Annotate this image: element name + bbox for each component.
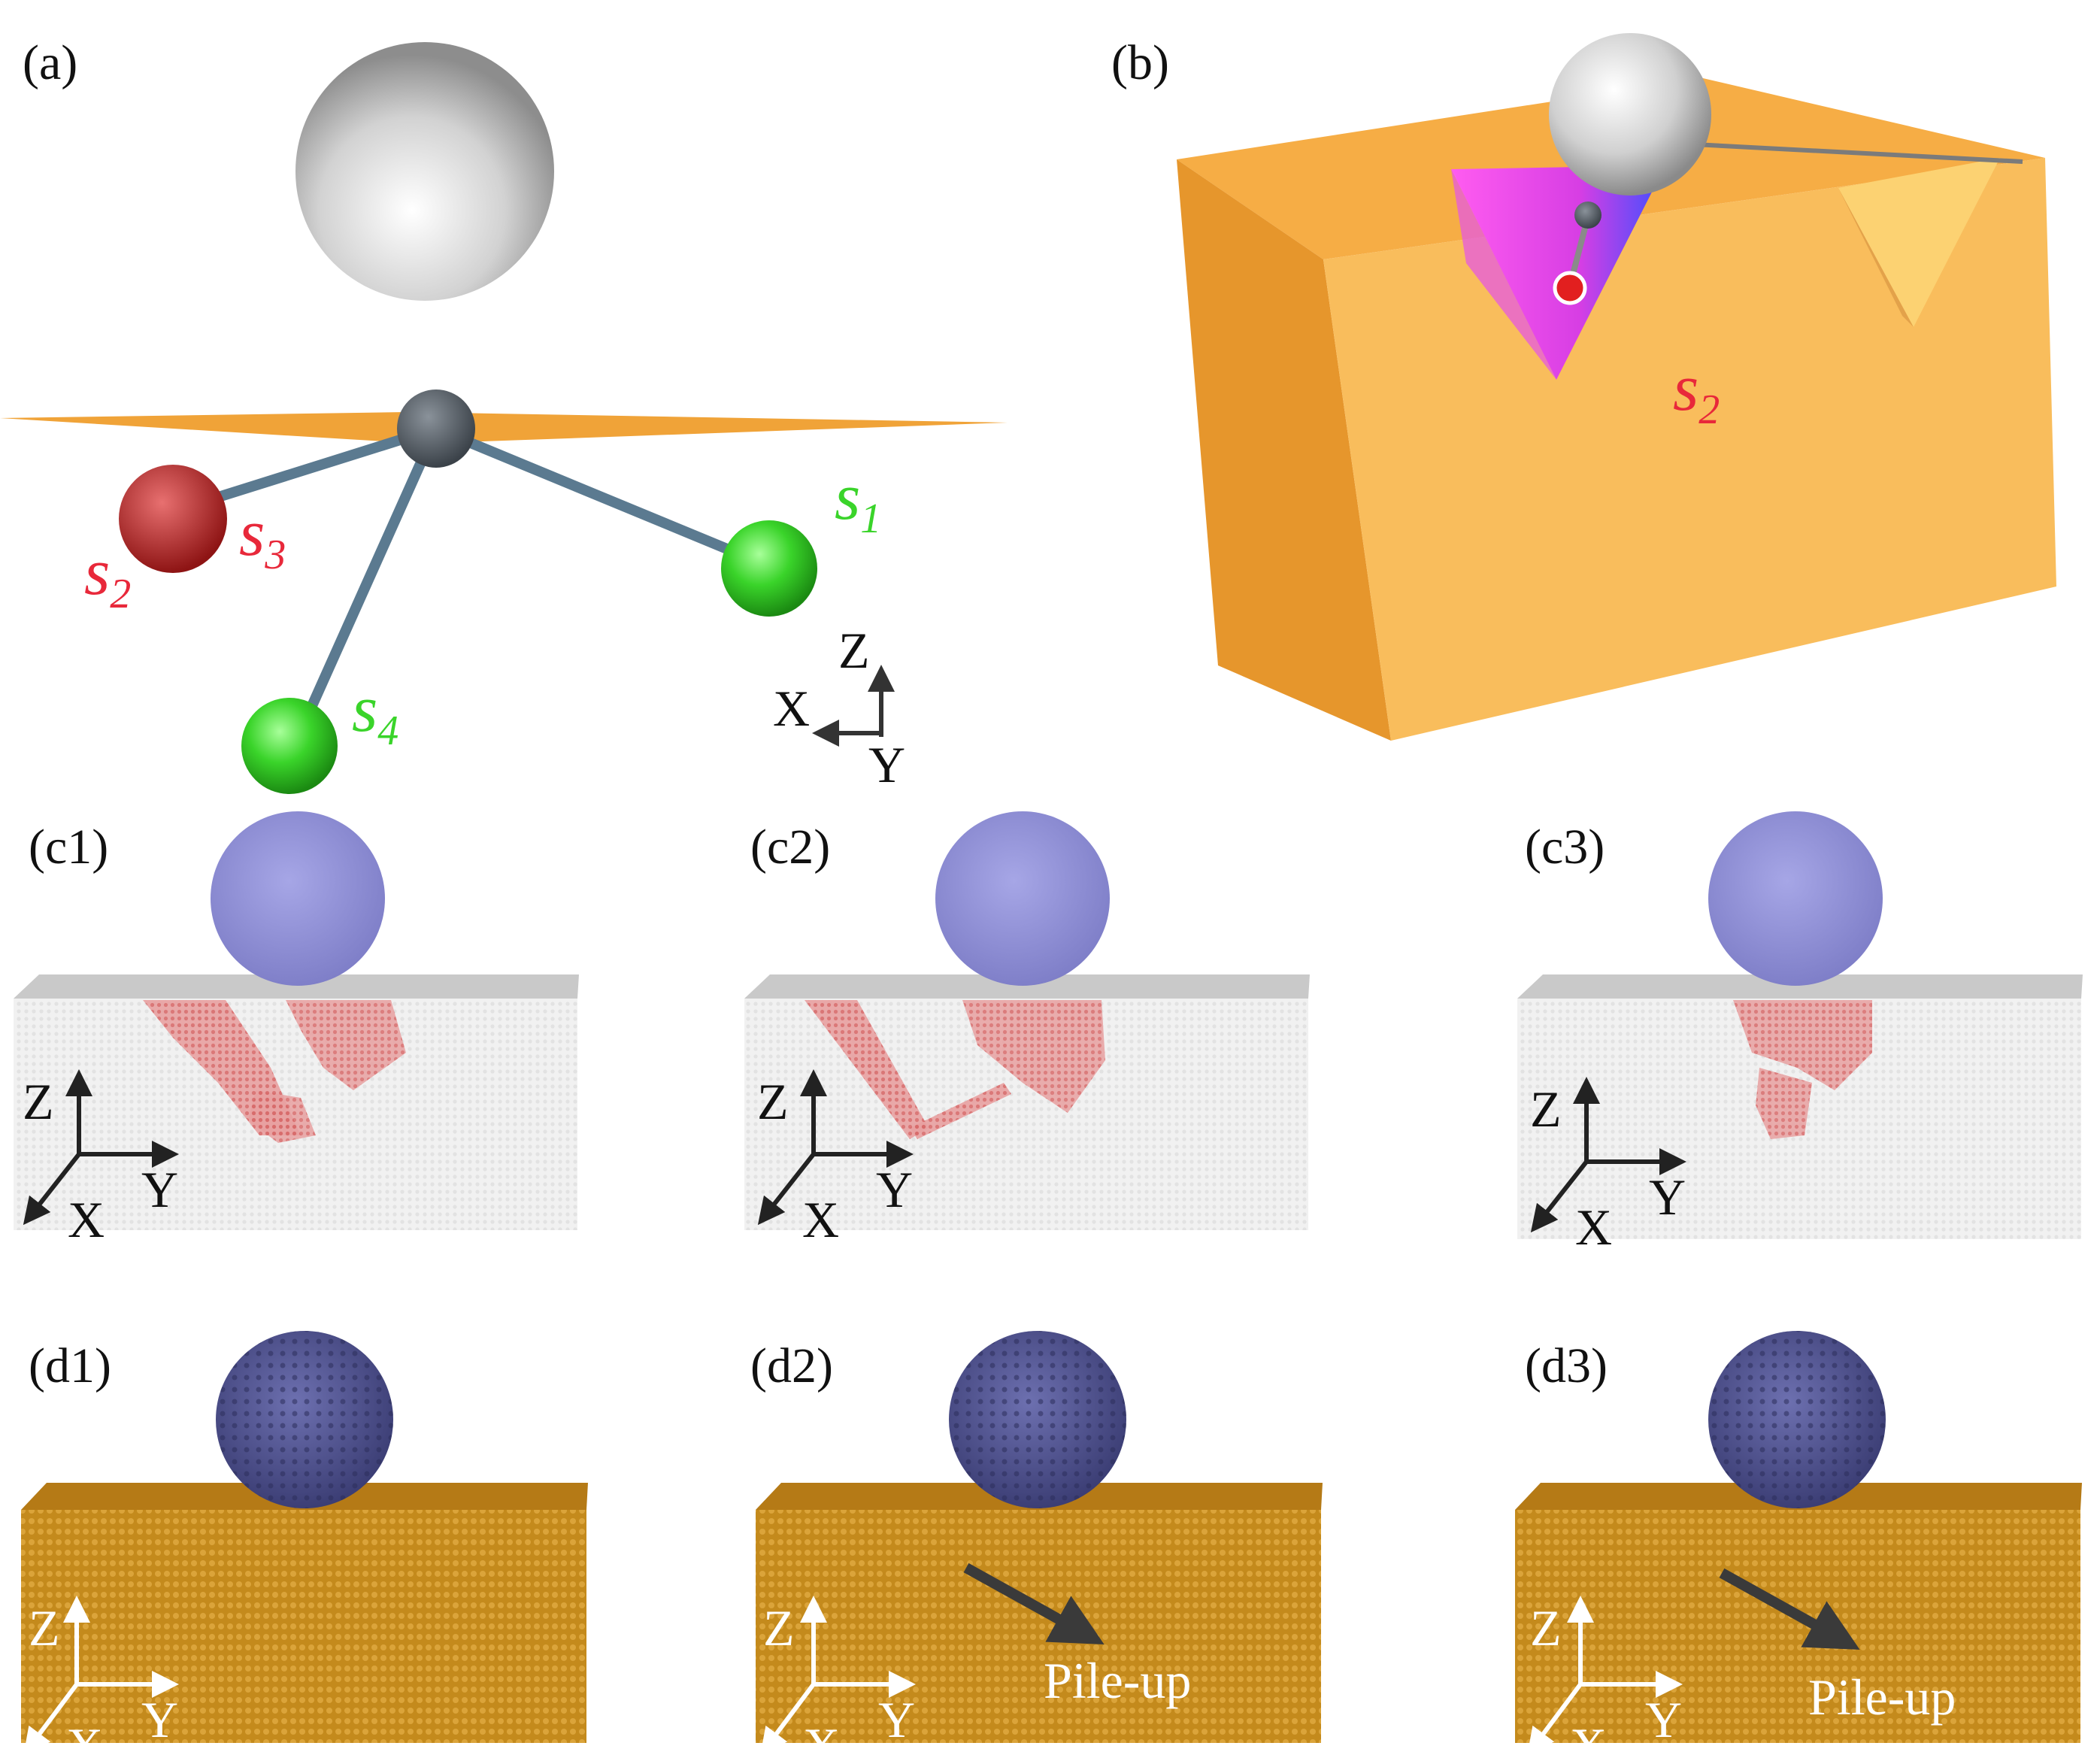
axis-z-label: Z	[29, 1599, 60, 1656]
panel-c3: (c3) Z Y X	[1517, 811, 2083, 1256]
axis-z-label: Z	[1530, 1081, 1562, 1138]
axes-c3: Z Y X	[1530, 1077, 1686, 1256]
bond-s1	[431, 423, 772, 571]
defect-region	[805, 1000, 929, 1139]
pile-up-arrow	[1719, 1568, 1860, 1650]
panel-c1: (c1) Z Y X	[14, 811, 579, 1248]
red-atom-b	[1553, 271, 1587, 305]
defect-wedge	[1451, 165, 1665, 380]
axis-x-label: X	[803, 1717, 840, 1764]
panel-b: (b) s2	[1111, 33, 2056, 741]
site-s1-label: s1	[835, 461, 881, 542]
panel-d1-label: (d1)	[29, 1338, 111, 1393]
notch	[1838, 158, 2000, 327]
substrate-body	[21, 1510, 586, 1743]
axis-z-label: Z	[1530, 1599, 1562, 1656]
pile-up-arrow	[963, 1562, 1105, 1644]
indenter-sphere-c3	[1708, 811, 1883, 986]
axes-d1: Z Y X	[23, 1596, 179, 1764]
panel-c3-label: (c3)	[1525, 820, 1605, 874]
atom-s4	[241, 698, 338, 794]
axis-x-label: X	[1570, 1717, 1607, 1764]
axis-y-label: Y	[1645, 1691, 1682, 1748]
bond-s4	[289, 423, 441, 750]
site-s2-label: s2	[84, 536, 131, 617]
substrate-body	[1515, 1510, 2080, 1743]
defect-region	[1733, 1000, 1872, 1090]
axes-a: Z X Y	[773, 622, 905, 793]
axis-y-label: Y	[878, 1691, 915, 1748]
axis-x-label: X	[802, 1191, 839, 1248]
axis-z-label: Z	[757, 1073, 789, 1130]
panel-d1: (d1) Z Y X	[21, 1331, 588, 1764]
axes-c1: Z Y X	[23, 1069, 179, 1248]
site-s3-label: s3	[239, 497, 286, 578]
panel-c2-label: (c2)	[750, 820, 830, 874]
axis-z-label: Z	[838, 622, 870, 679]
panel-a: (a) s2 s3 s1 s4 Z X Y	[0, 35, 1008, 794]
indenter-sphere-c2	[935, 811, 1110, 986]
axes-c2: Z Y X	[757, 1069, 914, 1248]
substrate-body	[756, 1510, 1321, 1743]
axis-z-label: Z	[23, 1073, 54, 1130]
panel-d2: (d2) Pile-up Z Y X	[750, 1331, 1323, 1764]
center-atom-b	[1574, 202, 1602, 229]
axis-y-label: Y	[141, 1691, 178, 1748]
panel-a-label: (a)	[23, 35, 77, 90]
site-s2-label-b: s2	[1673, 352, 1720, 433]
axis-x-label: X	[66, 1717, 103, 1764]
axis-y-label: Y	[876, 1161, 913, 1218]
slip-plane	[0, 412, 1008, 444]
pile-up-label: Pile-up	[1044, 1652, 1191, 1709]
axis-x-label: X	[773, 680, 810, 737]
indenter-sphere-c1	[211, 811, 385, 986]
axis-z-label: Z	[763, 1599, 795, 1656]
axis-y-label: Y	[868, 736, 905, 793]
axes-d2: Z Y X	[760, 1596, 916, 1764]
center-atom	[397, 389, 475, 468]
pile-up-label: Pile-up	[1808, 1669, 1956, 1726]
panel-c2: (c2) Z Y X	[744, 811, 1310, 1248]
slab-top	[744, 974, 1310, 999]
panel-c1-label: (c1)	[29, 820, 108, 874]
axis-y-label: Y	[1649, 1168, 1686, 1226]
bonds	[168, 423, 772, 750]
panel-d3: (d3) Pile-up Z Y X	[1515, 1331, 2082, 1764]
block-left	[1177, 159, 1391, 741]
axis-x-label: X	[68, 1191, 105, 1248]
atom-s1	[721, 520, 817, 617]
axis-x-label: X	[1575, 1199, 1612, 1256]
site-s4-label: s4	[352, 673, 398, 754]
panel-d2-label: (d2)	[750, 1338, 833, 1393]
slab-top	[1517, 974, 2083, 999]
atom-s2-s3	[119, 465, 227, 573]
axes-d3: Z Y X	[1527, 1596, 1683, 1764]
slab-top	[14, 974, 579, 999]
panel-d3-label: (d3)	[1525, 1338, 1608, 1393]
panel-b-label: (b)	[1111, 35, 1169, 90]
indenter-sphere-b	[1549, 33, 1711, 195]
axis-y-label: Y	[141, 1161, 178, 1218]
indenter-sphere	[295, 42, 554, 301]
